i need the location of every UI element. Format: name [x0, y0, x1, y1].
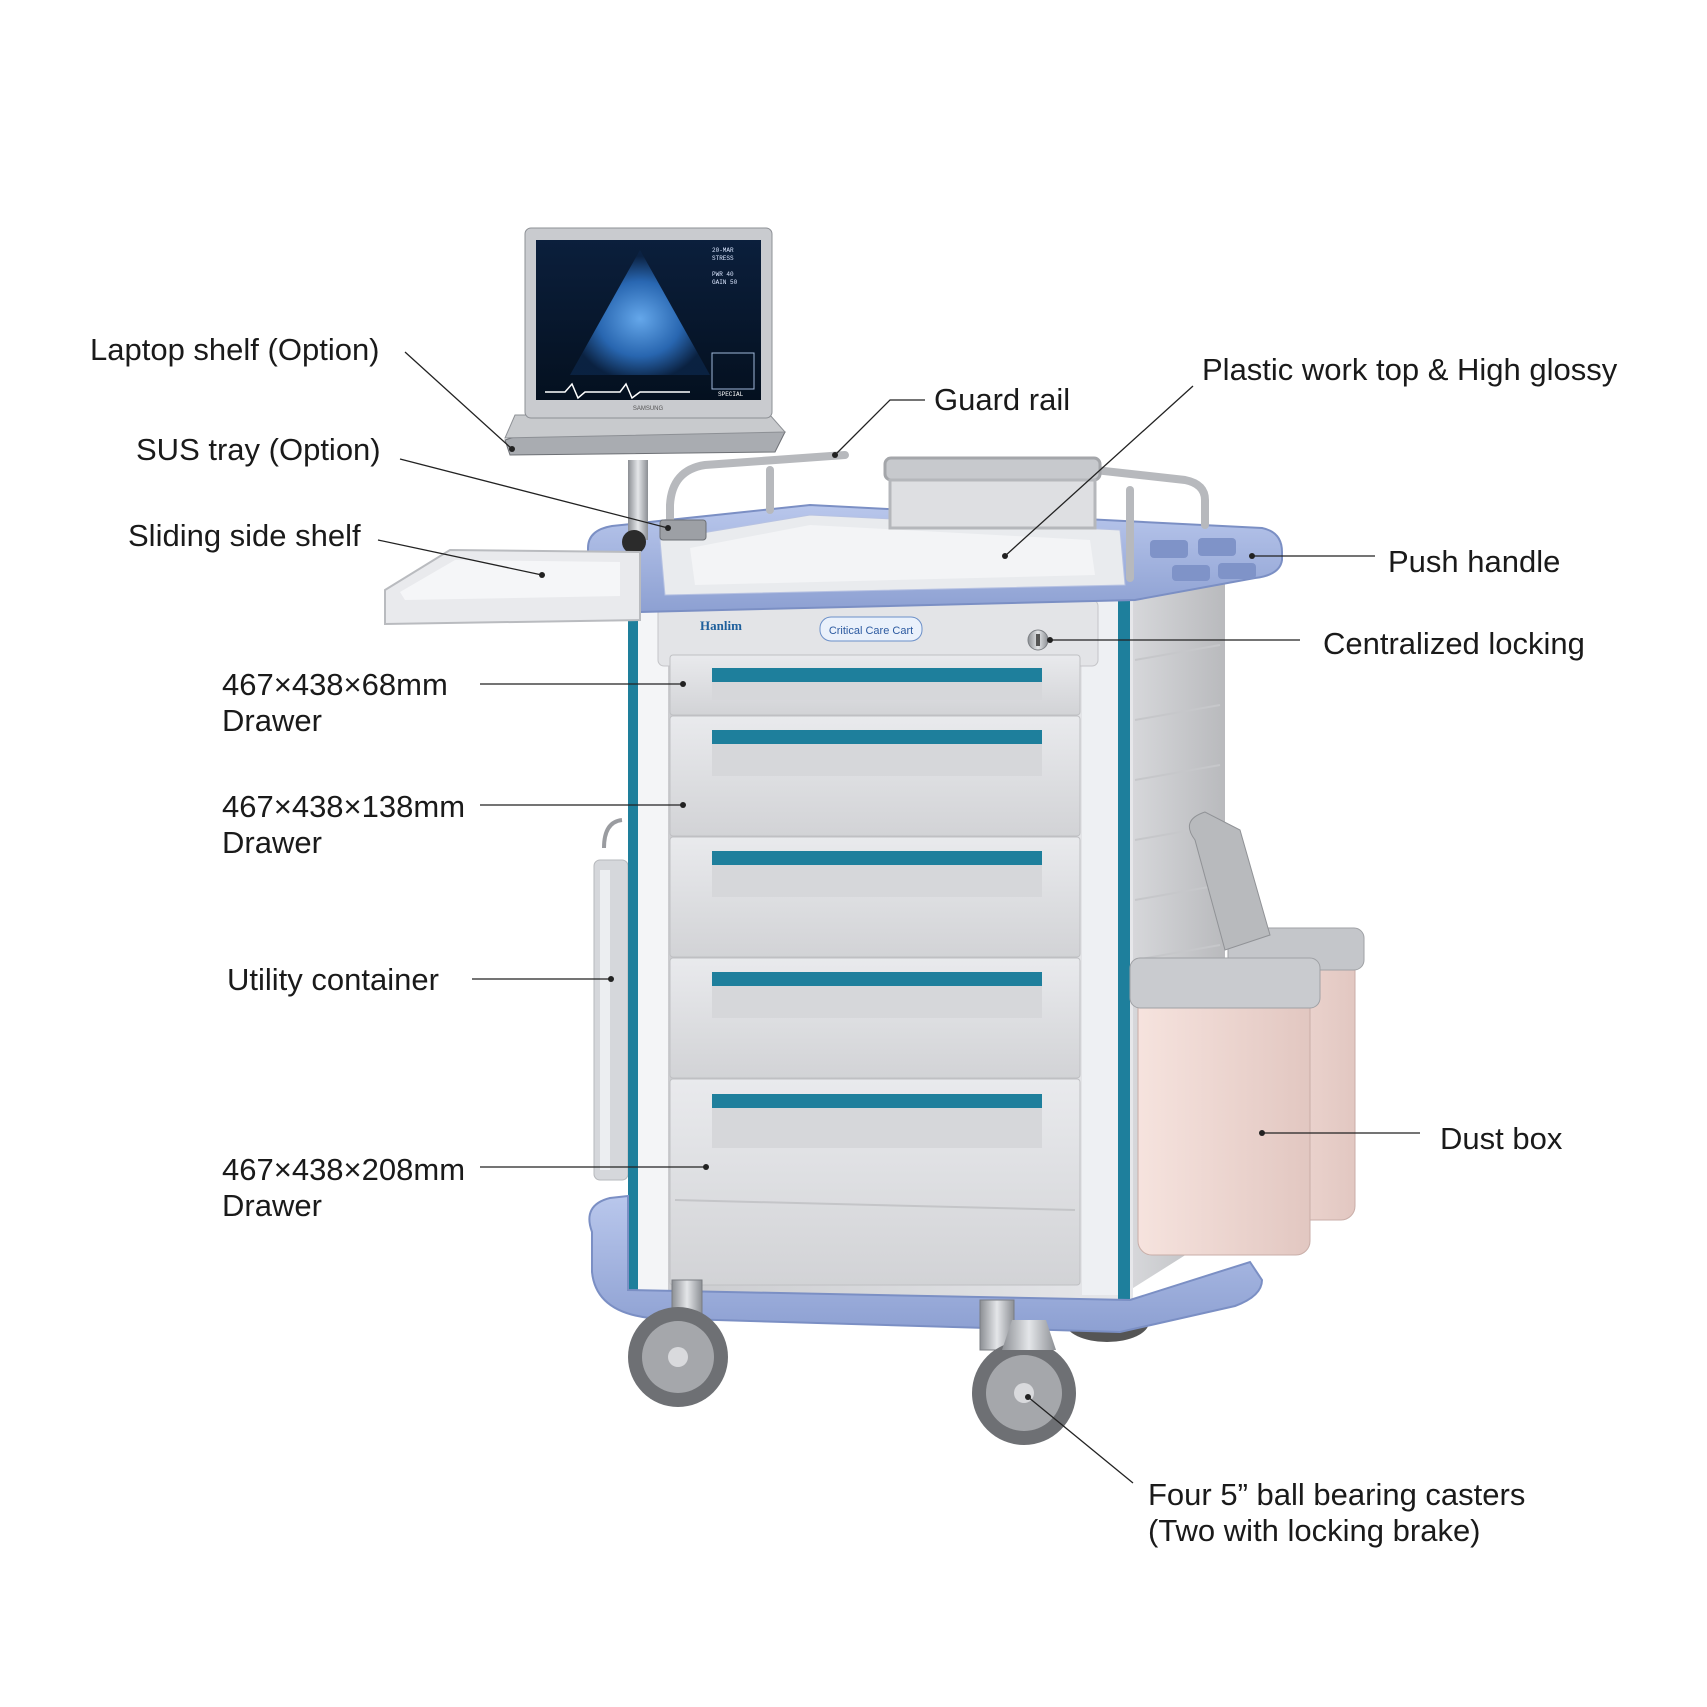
guard-rail — [666, 451, 1209, 582]
laptop-brand: SAMSUNG — [633, 406, 664, 412]
label-casters: Four 5” ball bearing casters (Two with l… — [1148, 1477, 1525, 1549]
svg-text:PWR 40: PWR 40 — [712, 271, 734, 278]
label-drawer-208: 467×438×208mm Drawer — [222, 1152, 465, 1224]
drawer-138-name: Drawer — [222, 825, 322, 860]
label-guard-rail: Guard rail — [934, 382, 1071, 417]
label-laptop-shelf: Laptop shelf (Option) — [90, 332, 380, 367]
brand-logo: Hanlim — [700, 618, 742, 633]
work-top — [587, 503, 1283, 614]
drawer-68-size: 467×438×68mm — [222, 667, 448, 702]
screen-mode-label: SPECIAL — [718, 391, 744, 398]
label-drawer-68: 467×438×68mm Drawer — [222, 667, 448, 739]
front-casters — [628, 1279, 1076, 1445]
dust-box-shape — [1129, 811, 1365, 1256]
leader-casters — [1027, 1396, 1134, 1484]
drawer-208-name: Drawer — [222, 1188, 322, 1223]
utility-container-shape — [593, 818, 629, 1181]
svg-text:20-MAR: 20-MAR — [712, 247, 734, 254]
svg-text:STRESS: STRESS — [712, 255, 734, 262]
label-sliding-side-shelf: Sliding side shelf — [128, 518, 361, 553]
casters-line-2: (Two with locking brake) — [1148, 1513, 1481, 1548]
sus-tray-shape — [622, 460, 707, 554]
drawers — [669, 654, 1081, 1286]
leader-sus-tray — [399, 458, 669, 529]
leader-guard-rail — [834, 399, 925, 456]
label-drawer-138: 467×438×138mm Drawer — [222, 789, 465, 861]
label-centralized-locking: Centralized locking — [1323, 626, 1585, 661]
casters-line-1: Four 5” ball bearing casters — [1148, 1477, 1526, 1512]
base-bumper — [588, 1194, 1264, 1334]
drawer-138-size: 467×438×138mm — [222, 789, 466, 824]
label-work-top: Plastic work top & High glossy — [1202, 352, 1618, 387]
sliding-side-shelf-shape — [384, 548, 641, 626]
label-push-handle: Push handle — [1388, 544, 1561, 579]
label-utility-container: Utility container — [227, 962, 439, 997]
leader-laptop-shelf — [404, 351, 513, 450]
leader-side-shelf — [377, 539, 543, 576]
leader-lines — [377, 351, 1420, 1484]
svg-text:GAIN 50: GAIN 50 — [712, 279, 738, 286]
label-sus-tray: SUS tray (Option) — [136, 432, 381, 467]
leader-dots — [509, 446, 1265, 1400]
model-badge: Critical Care Cart — [829, 625, 913, 637]
drawer-208-size: 467×438×208mm — [222, 1152, 466, 1187]
leader-work-top — [1004, 385, 1194, 557]
drawer-68-name: Drawer — [222, 703, 322, 738]
label-dust-box: Dust box — [1440, 1121, 1563, 1156]
